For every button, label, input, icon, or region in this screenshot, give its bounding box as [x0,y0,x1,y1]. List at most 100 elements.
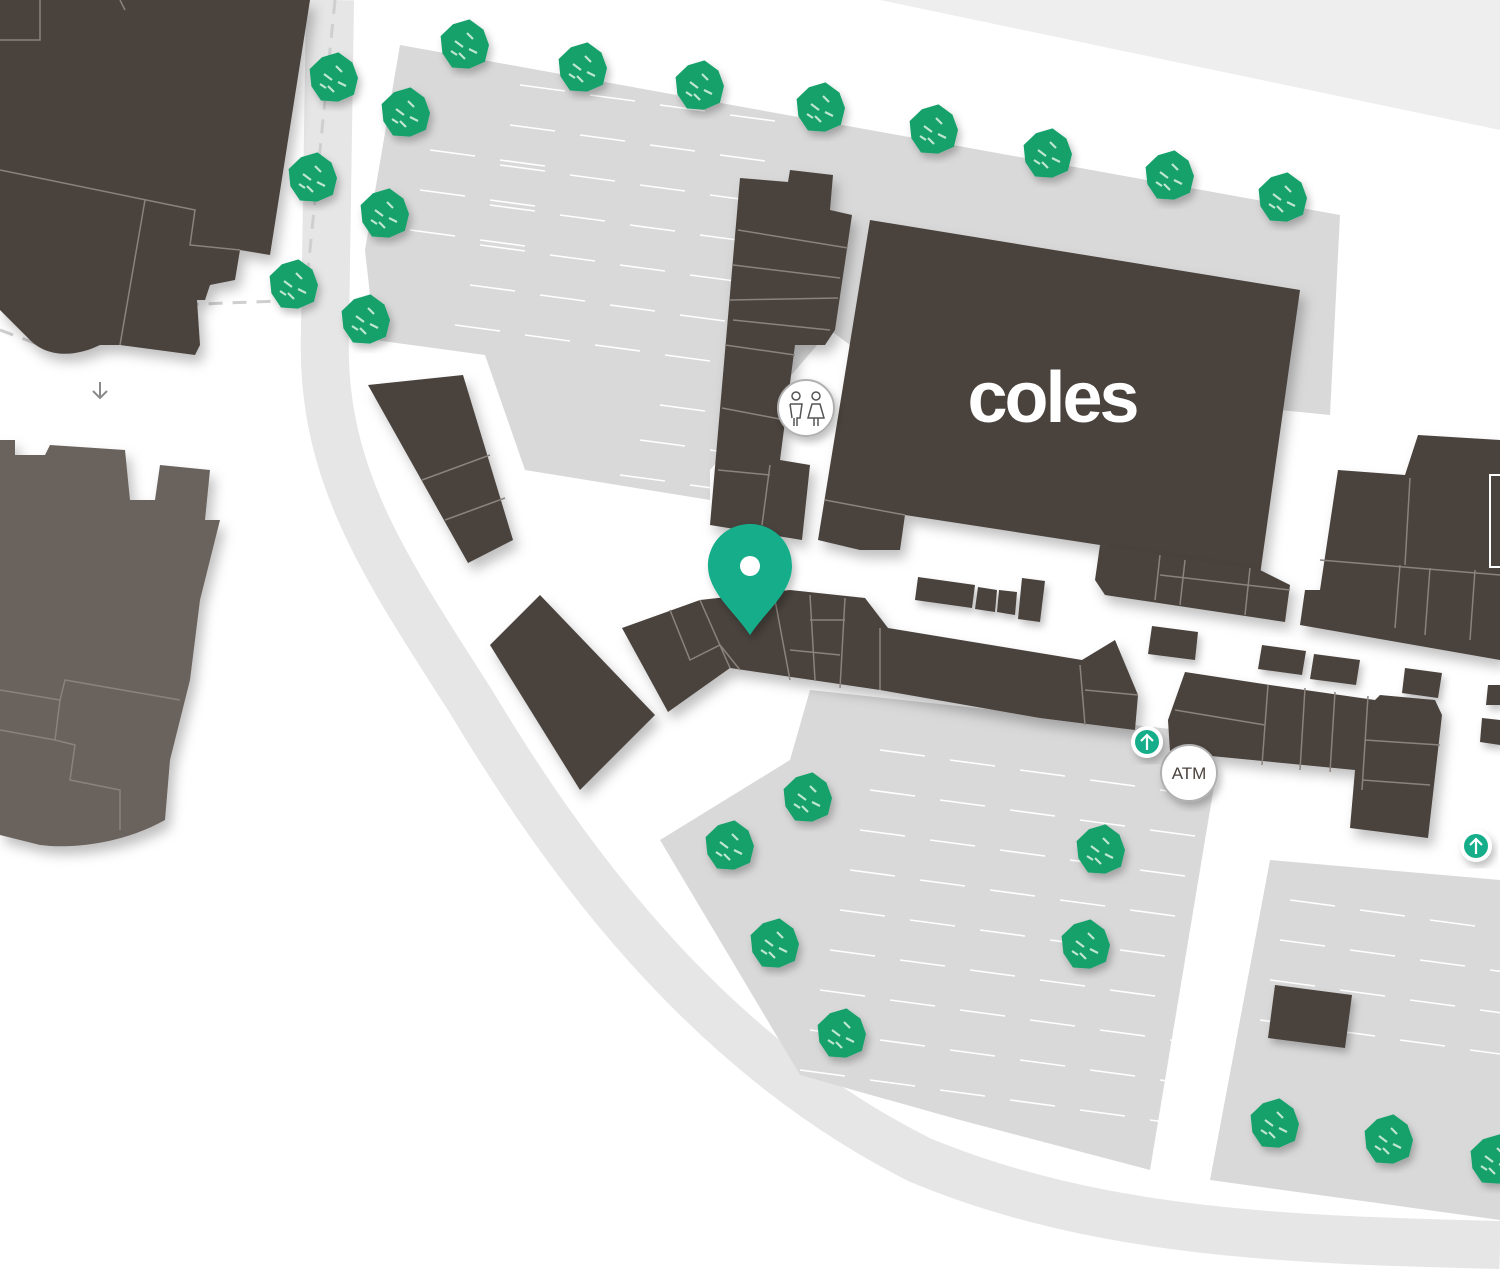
parking-stall-line [909,919,956,927]
parking-stall-line [879,749,926,757]
parking-stall-line [869,1079,916,1087]
parking-stall-line [859,829,906,837]
parking-stall-line [609,304,656,312]
parking-stall-line [889,999,936,1007]
tree-icon [1023,128,1072,178]
coles-logo-label: coles [967,358,1137,438]
parking-stall-line [1409,999,1456,1007]
parking-stall-line [499,159,546,167]
parking-stall-line [549,254,596,262]
entry-arrow-icon[interactable] [1460,830,1492,862]
parking-stall-line [959,1009,1006,1017]
parking-stall-line [929,839,976,847]
parking-stall-line [729,114,776,122]
parking-stall-line [649,144,696,152]
parking-stall-line [949,759,996,767]
tree-icon [1258,172,1307,222]
tree-icon [341,294,390,344]
kiosks-middle [915,577,1442,1048]
parking-stall-line [1119,949,1166,957]
parking-stall-line [1199,919,1246,927]
parking-stall-line [619,474,666,482]
top-plaza [880,0,1500,130]
tree-icon [1145,150,1194,200]
parking-stall-line [1079,1109,1126,1117]
chevron-down-arrow-icon [92,382,108,400]
parking-stall-line [629,224,676,232]
tree-icon [440,19,489,69]
parking-stall-line [1149,1119,1196,1127]
parking-stall-line [1159,1079,1206,1087]
parking-stall-line [1089,779,1136,787]
parking-stall-line [659,104,706,112]
parking-stall-line [1229,799,1276,807]
tree-icon [269,259,318,309]
parking-stall-line [539,294,586,302]
parking-stall-line [1419,959,1466,967]
svg-text:ATM: ATM [1172,764,1207,783]
car-park-south [660,690,1215,1170]
parking-stall-line [639,439,686,447]
parking-stall-line [409,229,456,237]
trees [269,19,1500,1184]
building-specialty-strip [710,170,852,540]
parking-stall-line [999,849,1046,857]
parking-stall-line [1009,1099,1056,1107]
parking-stall-line [1289,899,1336,907]
location-pin-icon[interactable] [708,524,792,635]
parking-stall-line [989,889,1036,897]
parking-stall-line [1099,1029,1146,1037]
parking-stall-line [469,284,516,292]
parking-stall-line [489,204,536,212]
parking-stall-line [1209,879,1256,887]
parking-stall-line [1019,769,1066,777]
tree-icon [675,60,724,110]
parking-stall-line [1469,1049,1500,1055]
tree-icon [309,52,358,102]
parking-stall-line [454,324,501,332]
tree-icon [360,188,409,238]
parking-stall-line [1179,999,1226,1007]
parking-stall-line [479,244,526,252]
building-far-east-small [1480,685,1500,745]
parking-stall-line [589,94,636,102]
atm-icon[interactable]: ATM [1160,744,1218,802]
parking-stall-line [979,929,1026,937]
parking-stall-line [1109,989,1156,997]
parking-stall-line [569,174,616,182]
parking-stall-line [869,789,916,797]
parking-stall-line [519,84,566,92]
parking-stall-line [679,314,726,322]
parking-stall-line [1059,899,1106,907]
building-far-east [1300,435,1500,660]
parking-stall-line [1479,1009,1500,1014]
tree-icon [288,152,337,202]
parking-stall-line [1169,1039,1216,1047]
parking-stall-line [1129,909,1176,917]
coles-supermarket[interactable]: coles [818,220,1300,575]
entry-arrow-icon[interactable] [1131,726,1163,758]
parking-stall-line [524,334,571,342]
tree-icon [750,918,799,968]
tree-icon [1250,1098,1299,1148]
parking-stall-line [499,164,546,172]
parking-stall-line [799,1069,846,1077]
parking-stall-line [664,354,711,362]
parking-stall-line [659,404,706,412]
parking-stall-line [1009,809,1056,817]
parking-stall-line [1429,919,1476,927]
tree-icon [783,772,832,822]
parking-stall-line [819,989,866,997]
parking-stall-line [489,199,536,207]
parking-stall-line [939,799,986,807]
parking-stall-line [969,969,1016,977]
toilets-icon[interactable] [777,379,835,437]
parking-stall-line [639,184,686,192]
parking-stall-line [509,124,556,132]
parking-stall-line [689,274,736,282]
car-park-east [1210,860,1500,1220]
building-kiosk-angled [368,375,513,563]
tree-icon [1364,1114,1413,1164]
parking-stall-line [939,1089,986,1097]
